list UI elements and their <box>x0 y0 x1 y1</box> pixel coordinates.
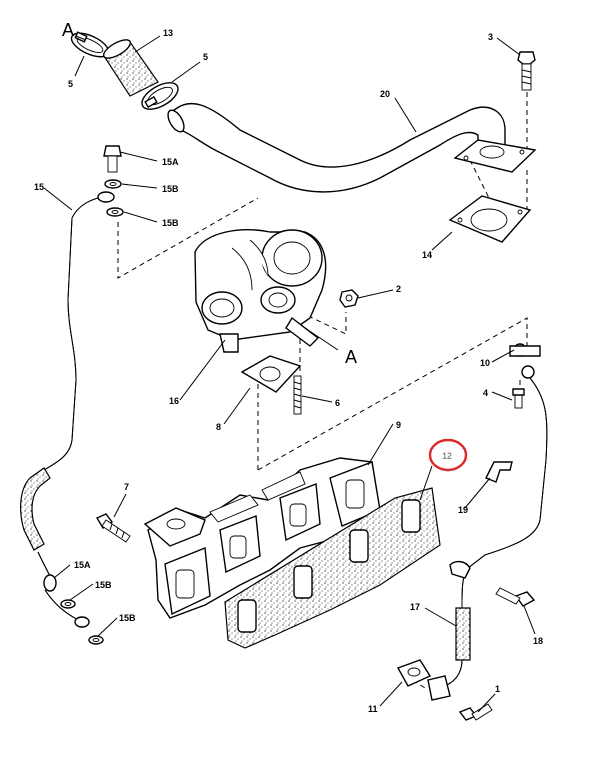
intake-pipe-20 <box>167 102 537 193</box>
stud-6 <box>293 375 302 415</box>
label-3: 3 <box>488 32 493 42</box>
callout-A-top: A <box>62 20 74 40</box>
gasket-11 <box>396 659 432 687</box>
gasket-8 <box>240 355 302 393</box>
nut-2 <box>339 289 359 308</box>
label-11: 11 <box>368 704 378 714</box>
leader-lines <box>43 35 536 713</box>
highlighted-callout-12: 12 <box>428 438 468 472</box>
bolt-1 <box>458 703 493 721</box>
label-5-right: 5 <box>203 52 208 62</box>
label-2: 2 <box>396 284 401 294</box>
part-labels: A A 5 13 5 3 20 15A 15B 15B 15 14 2 16 8… <box>34 20 543 714</box>
label-15B-top-1: 15B <box>162 184 179 194</box>
label-8: 8 <box>216 422 221 432</box>
label-15A-bottom: 15A <box>74 560 91 570</box>
highlight-circle <box>428 438 468 472</box>
label-15B-bottom-1: 15B <box>95 580 112 590</box>
upper-hose-clamp-left <box>70 31 110 58</box>
label-6: 6 <box>335 398 340 408</box>
manifold-gasket-12 <box>224 487 441 649</box>
label-17: 17 <box>410 602 420 612</box>
oil-feed-pipe-15 <box>20 191 115 645</box>
label-19: 19 <box>458 505 468 515</box>
clip-19 <box>485 461 513 483</box>
label-9: 9 <box>396 420 401 430</box>
turbocharger-16 <box>194 229 327 353</box>
washer-15B-lower <box>106 207 124 217</box>
exhaust-manifold-9 <box>143 457 381 619</box>
bolt-7 <box>95 513 131 543</box>
label-18: 18 <box>533 636 543 646</box>
label-16: 16 <box>169 396 179 406</box>
label-7: 7 <box>124 482 129 492</box>
label-15A-top: 15A <box>162 157 179 167</box>
label-14: 14 <box>422 250 432 260</box>
label-5-left: 5 <box>68 79 73 89</box>
label-20: 20 <box>380 89 390 99</box>
bolt-4 <box>512 388 525 409</box>
upper-hose-clamp-right <box>141 82 179 110</box>
bolt-18 <box>495 587 536 607</box>
callout-A-bottom: A <box>345 347 357 367</box>
label-12: 12 <box>442 451 452 461</box>
banjo-bolt-15A <box>103 145 122 173</box>
label-13: 13 <box>163 28 173 38</box>
label-15: 15 <box>34 182 44 192</box>
label-1: 1 <box>495 684 500 694</box>
label-4: 4 <box>483 388 488 398</box>
gasket-14 <box>448 195 532 243</box>
washer-15B-upper <box>104 179 122 189</box>
oil-return-pipe-17 <box>427 343 548 701</box>
intake-hose-13 <box>102 39 159 97</box>
label-15B-top-2: 15B <box>162 218 179 228</box>
label-15B-bottom-2: 15B <box>119 613 136 623</box>
bolt-3 <box>517 51 536 91</box>
label-10: 10 <box>480 358 490 368</box>
